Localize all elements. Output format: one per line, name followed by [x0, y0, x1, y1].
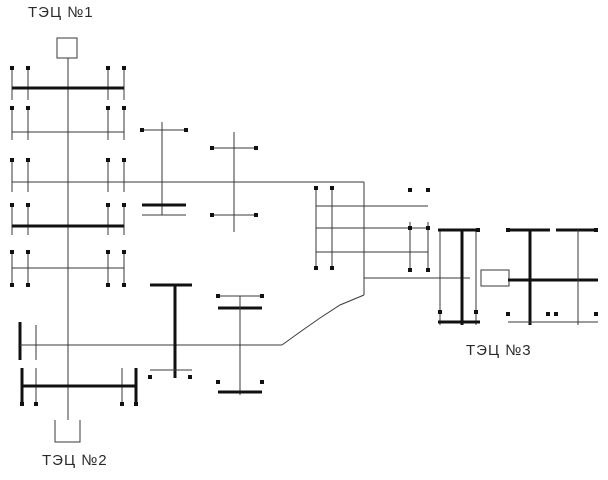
substation-a [142, 122, 186, 216]
east-curve [281, 294, 365, 346]
substation-d [218, 295, 262, 395]
substation-c [150, 283, 192, 378]
tec2-generator [54, 420, 81, 443]
tec1-switchgear [11, 68, 125, 285]
tec2-switchgear [18, 322, 282, 404]
tec3-label: ТЭЦ №3 [466, 342, 532, 359]
tec1-label: ТЭЦ №1 [28, 4, 94, 21]
tec3-transformer [480, 269, 510, 287]
tec1-generator [56, 37, 78, 59]
tec2-label: ТЭЦ №2 [42, 452, 108, 469]
tec3-switchgear [438, 228, 598, 325]
switch-dots [10, 66, 598, 406]
substation-e [315, 188, 470, 279]
